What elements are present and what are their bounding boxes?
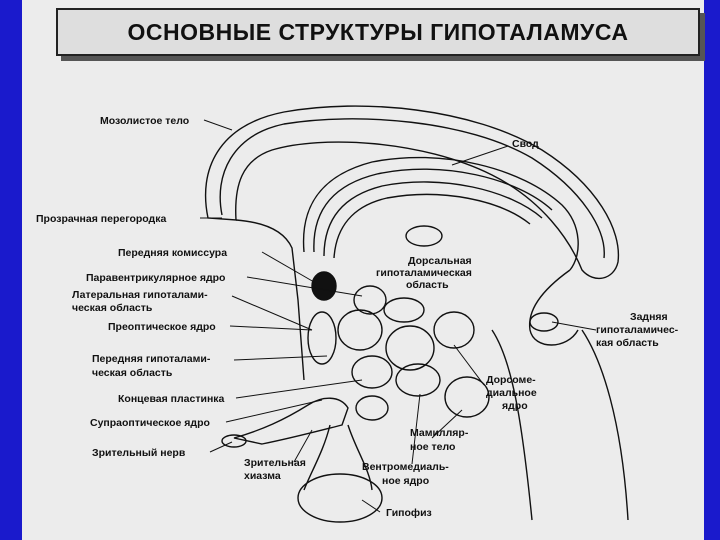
label-dorsomedial-3: ядро [502,400,528,412]
corpus-callosum-inner [219,118,605,259]
right-blue-border [704,0,720,540]
label-optic-chiasm-2: хиазма [244,470,281,482]
label-lateral-area-1: Латеральная гипоталами- [72,289,208,301]
label-dorsal-area-1: Дорсальная [408,255,472,267]
label-septum: Прозрачная перегородка [36,213,166,225]
label-fornix: Свод [512,138,539,150]
label-optic-nerve: Зрительный нерв [92,447,186,459]
label-dorsomedial-2: диальное [486,387,537,399]
label-paraventricular: Паравентрикулярное ядро [86,272,225,284]
page-title: ОСНОВНЫЕ СТРУКТУРЫ ГИПОТАЛАМУСА [127,18,629,45]
label-posterior-area-1: Задняя [630,311,668,323]
label-ventromedial-2: ное ядро [382,475,429,487]
label-dorsal-area-3: область [406,279,449,291]
label-pituitary: Гипофиз [386,507,432,519]
title-box: ОСНОВНЫЕ СТРУКТУРЫ ГИПОТАЛАМУСА [56,8,700,56]
label-corpus-callosum: Мозолистое тело [100,115,189,127]
left-blue-border [0,0,22,540]
label-dorsal-area-2: гипоталамическая [376,267,472,279]
label-anterior-commissure: Передняя комиссура [118,247,227,259]
label-anterior-area-1: Передняя гипоталами- [92,353,211,365]
label-lamina-terminalis: Концевая пластинка [118,393,225,405]
label-mammillary-2: ное тело [410,441,455,453]
label-ventromedial-1: Вентромедиаль- [362,461,449,473]
label-preoptic: Преоптическое ядро [108,321,216,333]
label-mammillary-1: Мамилляр- [410,427,469,439]
label-optic-chiasm-1: Зрительная [244,457,306,469]
label-anterior-area-2: ческая область [92,367,173,379]
label-posterior-area-3: кая область [596,337,659,349]
corpus-callosum [204,105,620,280]
hypothalamus-diagram: Мозолистое тело Свод Прозрачная перегоро… [36,105,679,523]
label-posterior-area-2: гипоталамичес- [596,324,679,336]
label-lateral-area-2: ческая область [72,302,153,314]
pituitary-stalk [303,424,331,491]
label-dorsomedial-1: Дорсоме- [486,374,536,386]
label-supraoptic: Супраоптическое ядро [90,417,210,429]
slide: ОСНОВНЫЕ СТРУКТУРЫ ГИПОТАЛАМУСА [22,0,704,540]
fornix [302,156,579,271]
